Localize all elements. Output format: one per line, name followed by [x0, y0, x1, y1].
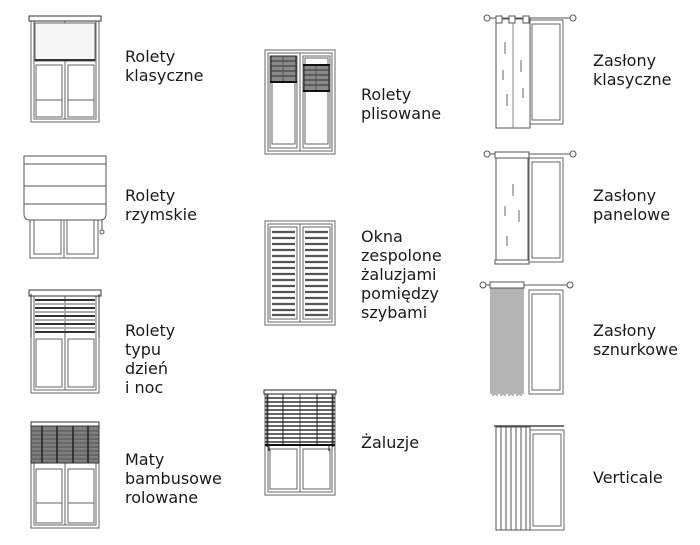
day-night-blind-window-icon: [28, 289, 102, 395]
string-curtain-icon: [478, 280, 578, 400]
item-label: Rolety plisowane: [361, 85, 442, 123]
integrated-blind-window-icon: [263, 219, 337, 327]
item-label: Żaluzje: [361, 433, 420, 452]
item-label: Zasłony sznurkowe: [593, 321, 679, 359]
item-label: Okna zespolone żaluzjami pomiędzy szybam…: [361, 227, 442, 322]
bamboo-mat-window-icon: [28, 421, 102, 529]
venetian-blind-window-icon: [263, 389, 337, 497]
item-label: Rolety rzymskie: [125, 186, 197, 224]
item-label: Rolety typu dzień i noc: [125, 321, 176, 397]
item-label: Verticale: [593, 468, 663, 487]
item-label: Maty bambusowe rolowane: [125, 450, 222, 507]
vertical-blind-icon: [492, 424, 566, 532]
item-label: Zasłony panelowe: [593, 186, 671, 224]
classic-curtain-icon: [483, 12, 579, 130]
pleated-blind-window-icon: [263, 48, 337, 156]
roman-blind-window-icon: [22, 154, 108, 260]
roller-blind-window-icon: [28, 15, 102, 123]
item-label: Rolety klasyczne: [125, 47, 204, 85]
panel-curtain-icon: [483, 148, 579, 268]
item-label: Zasłony klasyczne: [593, 51, 672, 89]
